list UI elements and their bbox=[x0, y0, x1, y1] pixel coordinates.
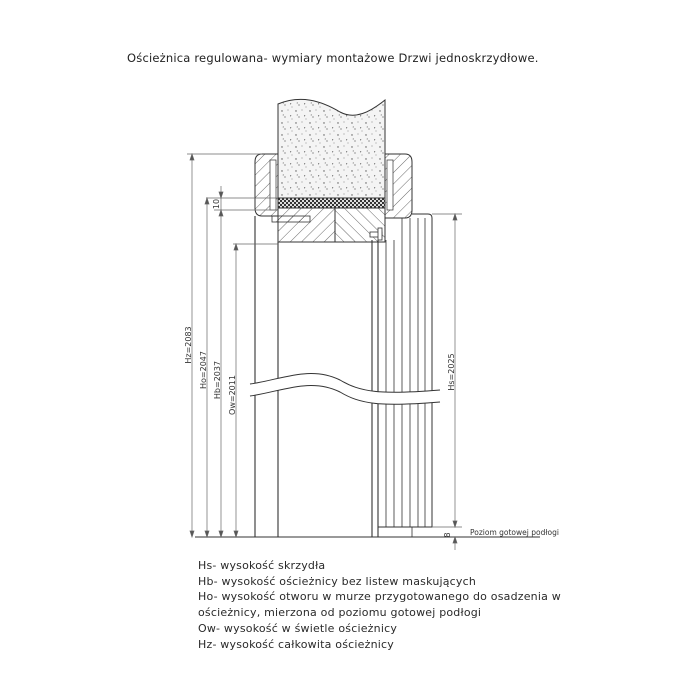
legend-item-ho-cont: ościeżnicy, mierzona od poziomu gotowej … bbox=[198, 606, 482, 620]
frame-left-jamb bbox=[254, 153, 279, 217]
legend-item-hb: Hb- wysokość ościeżnicy bez listew masku… bbox=[198, 574, 477, 588]
floor-label: Poziom gotowej podłogi bbox=[470, 528, 559, 537]
frame-right-jamb bbox=[384, 153, 413, 219]
frame-head bbox=[271, 207, 386, 243]
door-leaf bbox=[377, 213, 433, 538]
hs-label: Hs=2025 bbox=[447, 353, 456, 390]
ow-label: Ow=2011 bbox=[228, 375, 237, 415]
dimension-lines-right bbox=[432, 212, 462, 550]
legend-item-hz: Hz- wysokość całkowita ościeżnicy bbox=[198, 637, 394, 651]
legend-item-hs: Hs- wysokość skrzydła bbox=[198, 559, 326, 572]
legend: Hs- wysokość skrzydła Hb- wysokość oście… bbox=[198, 558, 561, 652]
hb-label: Hb=2037 bbox=[213, 361, 222, 399]
insulation-strip bbox=[277, 197, 386, 209]
gap-top-label: 10 bbox=[212, 199, 221, 209]
hz-label: Hz=2083 bbox=[184, 326, 193, 363]
dimension-lines-left bbox=[187, 152, 278, 539]
legend-item-ow: Ow- wysokość w świetle ościeżnicy bbox=[198, 621, 398, 635]
gap-bottom-label: 8 bbox=[443, 532, 452, 537]
ho-label: Ho=2047 bbox=[199, 351, 208, 389]
drawing-title: Ościeżnica regulowana- wymiary montażowe… bbox=[127, 51, 539, 65]
break-lines bbox=[249, 372, 441, 405]
legend-item-ho: Ho- wysokość otworu w murze przygotowane… bbox=[198, 590, 561, 604]
wall-section bbox=[277, 98, 386, 199]
